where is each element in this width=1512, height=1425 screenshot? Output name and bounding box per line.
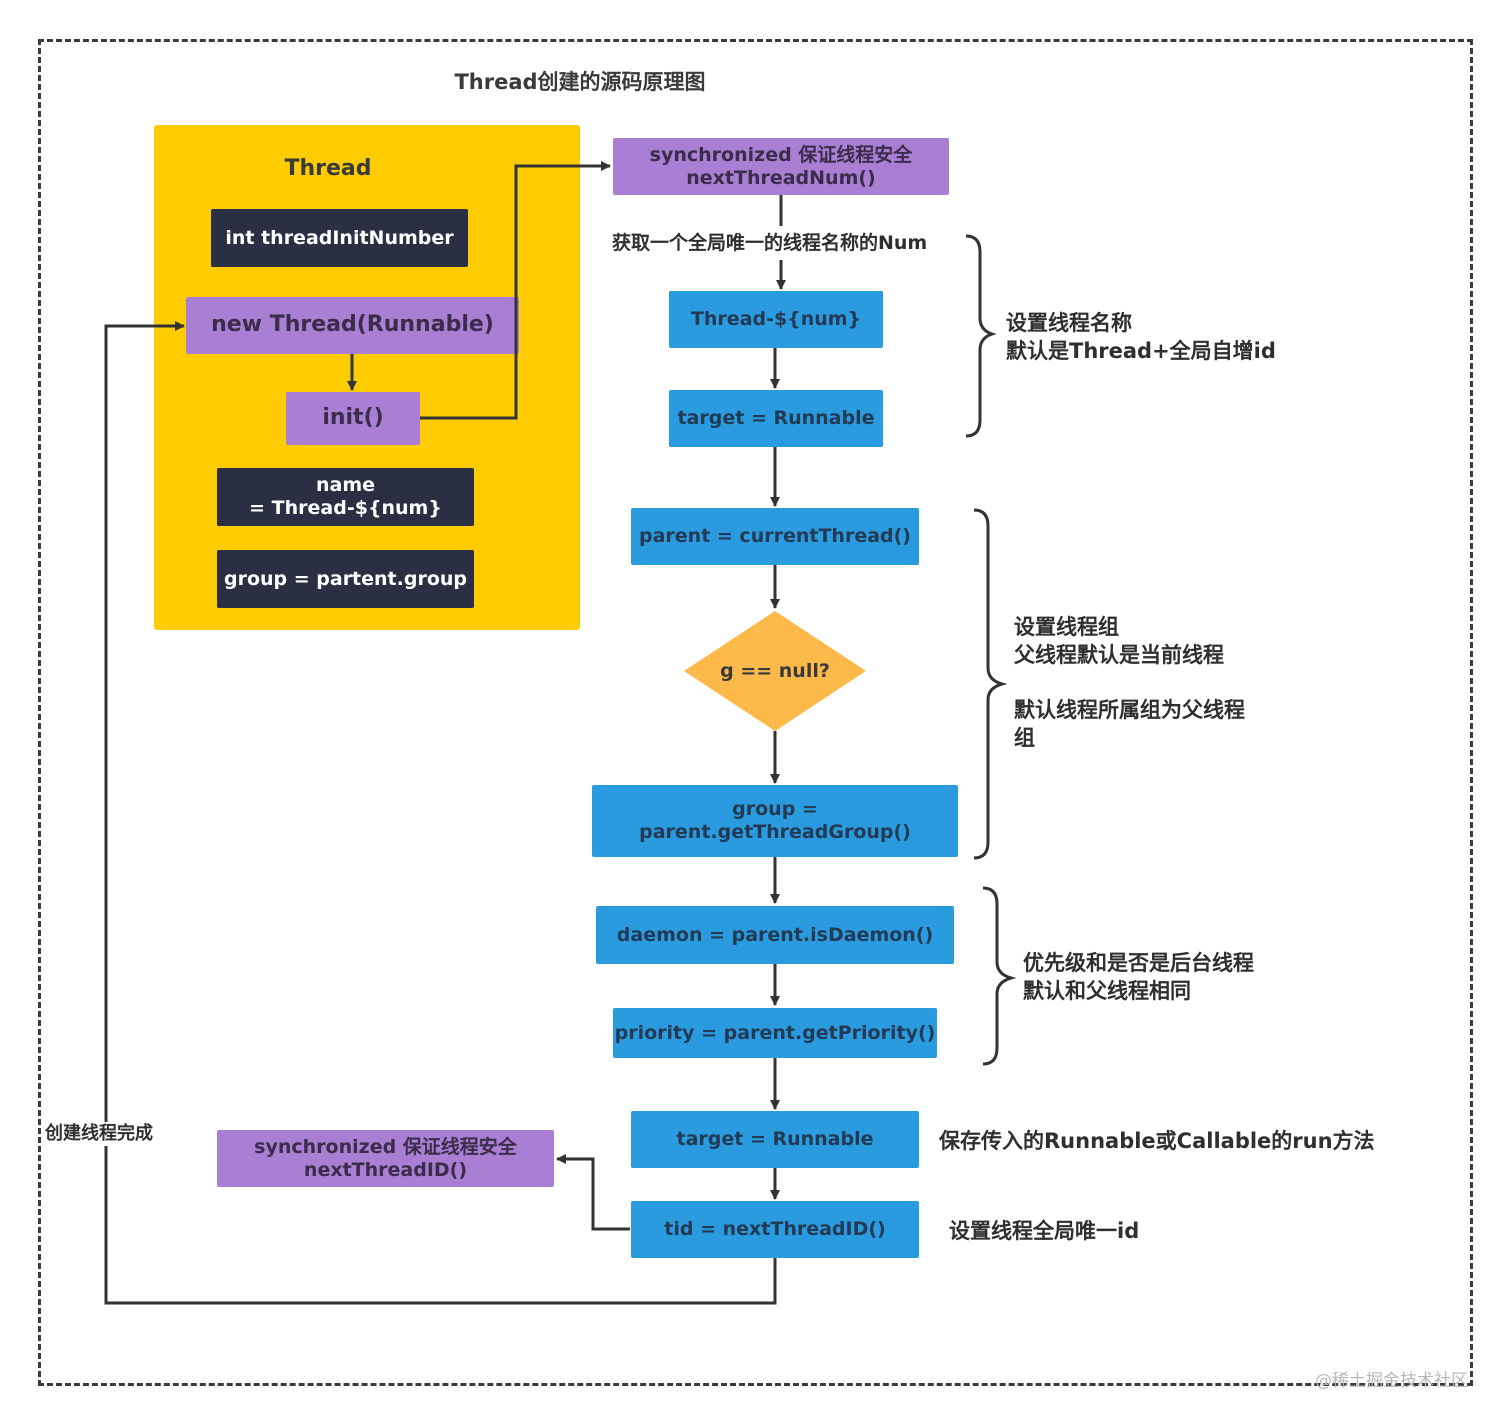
diagram-title: Thread创建的源码原理图 bbox=[454, 70, 706, 94]
arrow-tid-to-sync bbox=[556, 1154, 630, 1231]
arrow-init-to-sync bbox=[420, 161, 611, 420]
parent-current-thread-box: parent = currentThread() bbox=[631, 508, 919, 565]
thread-panel-title: Thread bbox=[284, 156, 372, 181]
annotation-target: 保存传入的Runnable或Callable的run方法 bbox=[939, 1129, 1375, 1153]
thread-init-number-box: int threadInitNumber bbox=[211, 209, 468, 267]
target-runnable-box-1: target = Runnable bbox=[669, 390, 883, 447]
init-box: init() bbox=[286, 392, 420, 445]
target-runnable-box-2: target = Runnable bbox=[631, 1111, 919, 1168]
brace-daemon-priority bbox=[982, 886, 1017, 1066]
decision-label: g == null? bbox=[720, 660, 830, 682]
priority-box: priority = parent.getPriority() bbox=[613, 1008, 937, 1058]
new-thread-box: new Thread(Runnable) bbox=[186, 297, 519, 354]
complete-label: 创建线程完成 bbox=[45, 1122, 153, 1147]
group-thread-group-box: group = parent.getThreadGroup() bbox=[592, 785, 958, 857]
annotation-tid: 设置线程全局唯一id bbox=[949, 1219, 1140, 1243]
sync-next-thread-num-box: synchronized 保证线程安全 nextThreadNum() bbox=[613, 138, 949, 195]
name-assign-box: name = Thread-${num} bbox=[217, 468, 474, 526]
sync-next-thread-id-box: synchronized 保证线程安全 nextThreadID() bbox=[217, 1130, 554, 1187]
watermark: @稀土掘金技术社区 bbox=[1315, 1371, 1468, 1391]
daemon-box: daemon = parent.isDaemon() bbox=[596, 906, 954, 964]
decision-diamond bbox=[684, 611, 866, 731]
brace-name bbox=[965, 234, 997, 438]
group-assign-box: group = partent.group bbox=[217, 550, 474, 608]
thread-name-box: Thread-${num} bbox=[669, 291, 883, 348]
annotation-group-1: 设置线程组 父线程默认是当前线程 bbox=[1014, 615, 1224, 668]
get-num-label: 获取一个全局唯一的线程名称的Num bbox=[612, 231, 928, 257]
arrow-complete-loop bbox=[104, 321, 777, 1305]
tid-box: tid = nextThreadID() bbox=[631, 1201, 919, 1258]
annotation-name: 设置线程名称 默认是Thread+全局自增id bbox=[1006, 311, 1276, 364]
annotation-group-2: 默认线程所属组为父线程 组 bbox=[1014, 698, 1245, 751]
diagram-frame bbox=[38, 39, 1473, 1386]
brace-group bbox=[973, 508, 1008, 860]
annotation-daemon-priority: 优先级和是否是后台线程 默认和父线程相同 bbox=[1023, 951, 1254, 1004]
